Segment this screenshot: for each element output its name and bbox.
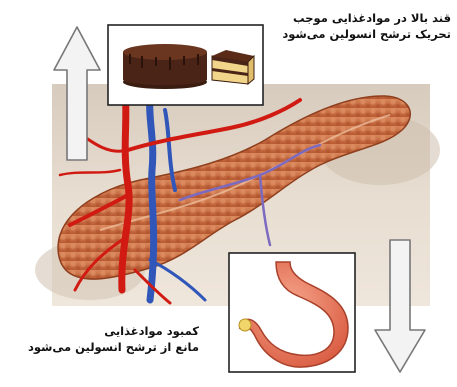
low-food-caption-line1: کمبود موادغذایی <box>28 323 199 339</box>
stomach-panel <box>229 253 355 372</box>
low-food-caption: کمبود موادغذایی مانع از ترشح انسولین می‌… <box>28 323 199 355</box>
high-sugar-caption: قند بالا در موادغذایی موجب تحریک ترشح ان… <box>282 10 451 42</box>
cake-panel <box>108 25 263 105</box>
high-sugar-caption-line2: تحریک ترشح انسولین می‌شود <box>282 26 451 42</box>
high-sugar-caption-line1: قند بالا در موادغذایی موجب <box>282 10 451 26</box>
low-food-caption-line2: مانع از ترشح انسولین می‌شود <box>28 339 199 355</box>
